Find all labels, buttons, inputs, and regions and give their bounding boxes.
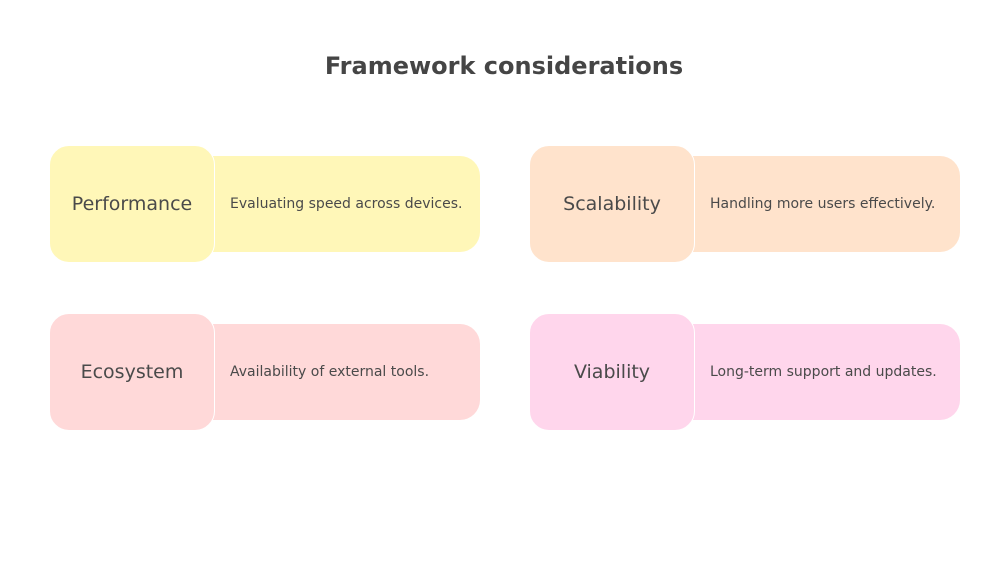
- item-description: Handling more users effectively.: [693, 156, 960, 252]
- item-label: Ecosystem: [49, 313, 215, 431]
- item-performance: Performance Evaluating speed across devi…: [49, 145, 481, 263]
- item-label: Performance: [49, 145, 215, 263]
- item-description: Long-term support and updates.: [693, 324, 960, 420]
- item-description: Availability of external tools.: [213, 324, 480, 420]
- item-ecosystem: Ecosystem Availability of external tools…: [49, 313, 481, 431]
- item-viability: Viability Long-term support and updates.: [529, 313, 961, 431]
- diagram-title: Framework considerations: [324, 52, 684, 80]
- item-description: Evaluating speed across devices.: [213, 156, 480, 252]
- item-label: Scalability: [529, 145, 695, 263]
- item-label: Viability: [529, 313, 695, 431]
- item-scalability: Scalability Handling more users effectiv…: [529, 145, 961, 263]
